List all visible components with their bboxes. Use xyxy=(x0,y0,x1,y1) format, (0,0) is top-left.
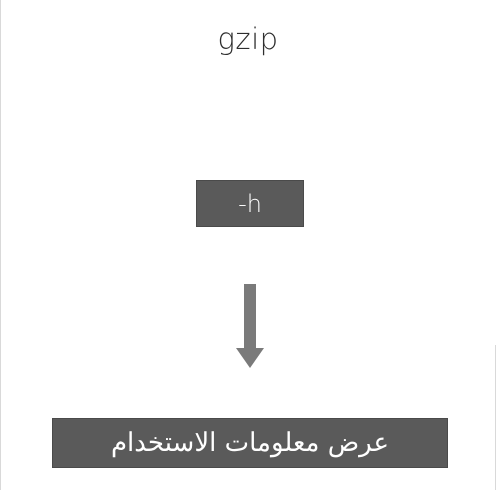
result-label: عرض معلومات الاستخدام xyxy=(110,428,390,458)
result-box: عرض معلومات الاستخدام xyxy=(52,418,448,468)
command-title: gzip xyxy=(217,22,279,56)
option-box: -h xyxy=(196,180,304,227)
option-label: -h xyxy=(238,189,262,218)
down-arrow-icon xyxy=(236,284,264,368)
left-border-line xyxy=(0,0,1,490)
